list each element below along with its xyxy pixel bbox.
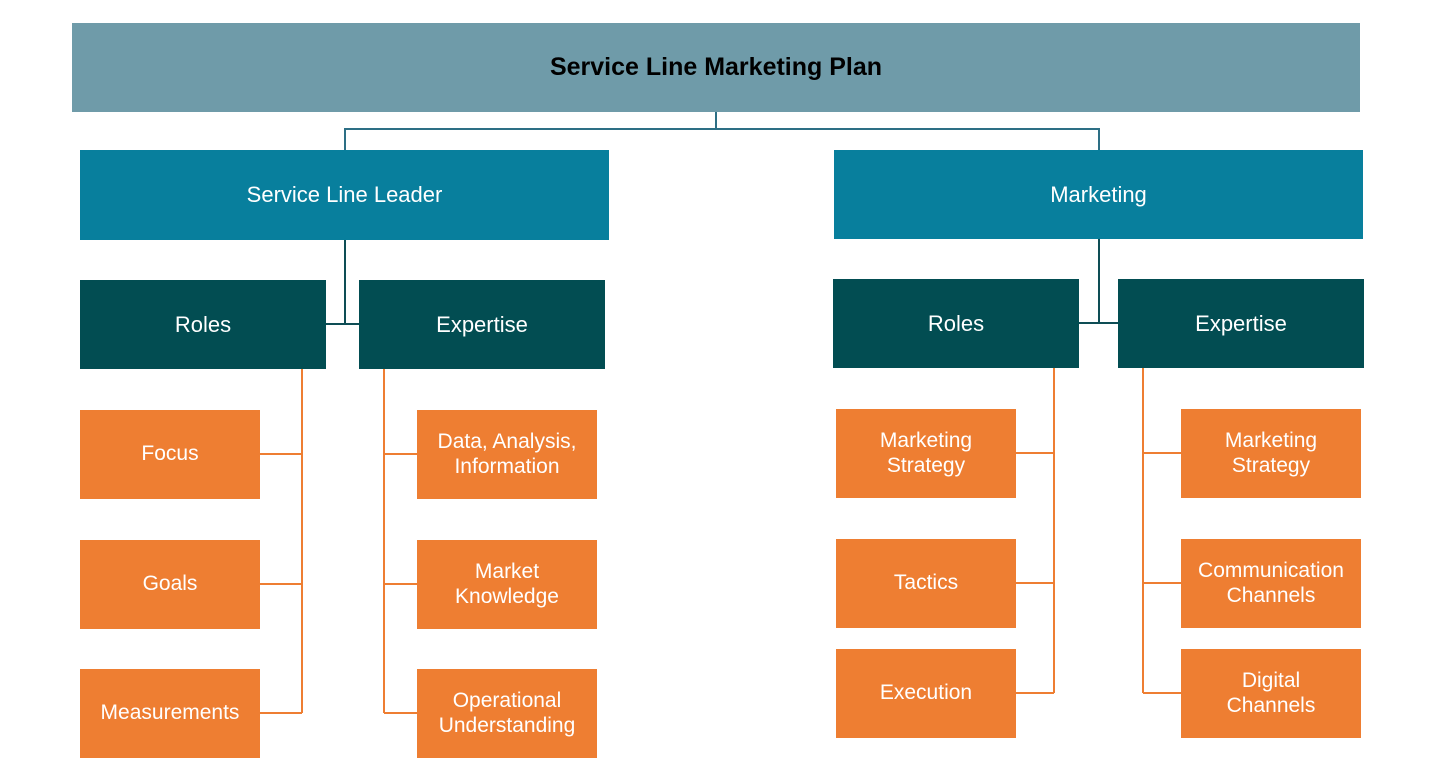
leaf-label: Digital Channels <box>1226 669 1316 717</box>
leaf-label: Goals <box>142 572 198 596</box>
leaf-box-execution: Execution <box>836 649 1016 738</box>
leaf-box-operational-understanding: Operational Understanding <box>417 669 597 758</box>
group-label: Expertise <box>436 311 528 337</box>
leaf-label: Tactics <box>893 571 959 595</box>
leaf-box-measurements: Measurements <box>80 669 260 758</box>
leaf-box-digital-channels: Digital Channels <box>1181 649 1361 738</box>
leaf-box-data-analysis: Data, Analysis, Information <box>417 410 597 499</box>
leaf-label: Market Knowledge <box>455 560 559 608</box>
leaf-box-market-knowledge: Market Knowledge <box>417 540 597 629</box>
leaf-box-marketing-strategy-expertise: Marketing Strategy <box>1181 409 1361 498</box>
branch-box-marketing: Marketing <box>834 150 1363 239</box>
group-box-marketing-expertise: Expertise <box>1118 279 1364 368</box>
leaf-label: Execution <box>879 681 973 705</box>
group-box-leader-roles: Roles <box>80 280 326 369</box>
branch-label: Service Line Leader <box>246 182 443 207</box>
leaf-label: Communication Channels <box>1198 559 1344 607</box>
group-box-leader-expertise: Expertise <box>359 280 605 369</box>
leaf-label: Operational Understanding <box>438 689 576 737</box>
chart-title: Service Line Marketing Plan <box>549 53 883 81</box>
leaf-box-tactics: Tactics <box>836 539 1016 628</box>
leaf-box-goals: Goals <box>80 540 260 629</box>
leaf-label: Marketing Strategy <box>1224 429 1318 477</box>
leaf-box-marketing-strategy-roles: Marketing Strategy <box>836 409 1016 498</box>
branch-box-service-line-leader: Service Line Leader <box>80 150 609 240</box>
leaf-label: Marketing Strategy <box>879 429 973 477</box>
leaf-box-focus: Focus <box>80 410 260 499</box>
group-label: Roles <box>174 311 232 337</box>
leaf-box-communication-channels: Communication Channels <box>1181 539 1361 628</box>
group-box-marketing-roles: Roles <box>833 279 1079 368</box>
chart-title-box: Service Line Marketing Plan <box>72 23 1360 112</box>
branch-label: Marketing <box>1050 181 1147 207</box>
leaf-label: Focus <box>141 442 199 466</box>
leaf-label: Data, Analysis, Information <box>437 430 577 478</box>
group-label: Roles <box>927 310 985 336</box>
connector-title-bar <box>344 128 1100 150</box>
leaf-label: Measurements <box>100 701 240 725</box>
group-label: Expertise <box>1195 310 1287 336</box>
